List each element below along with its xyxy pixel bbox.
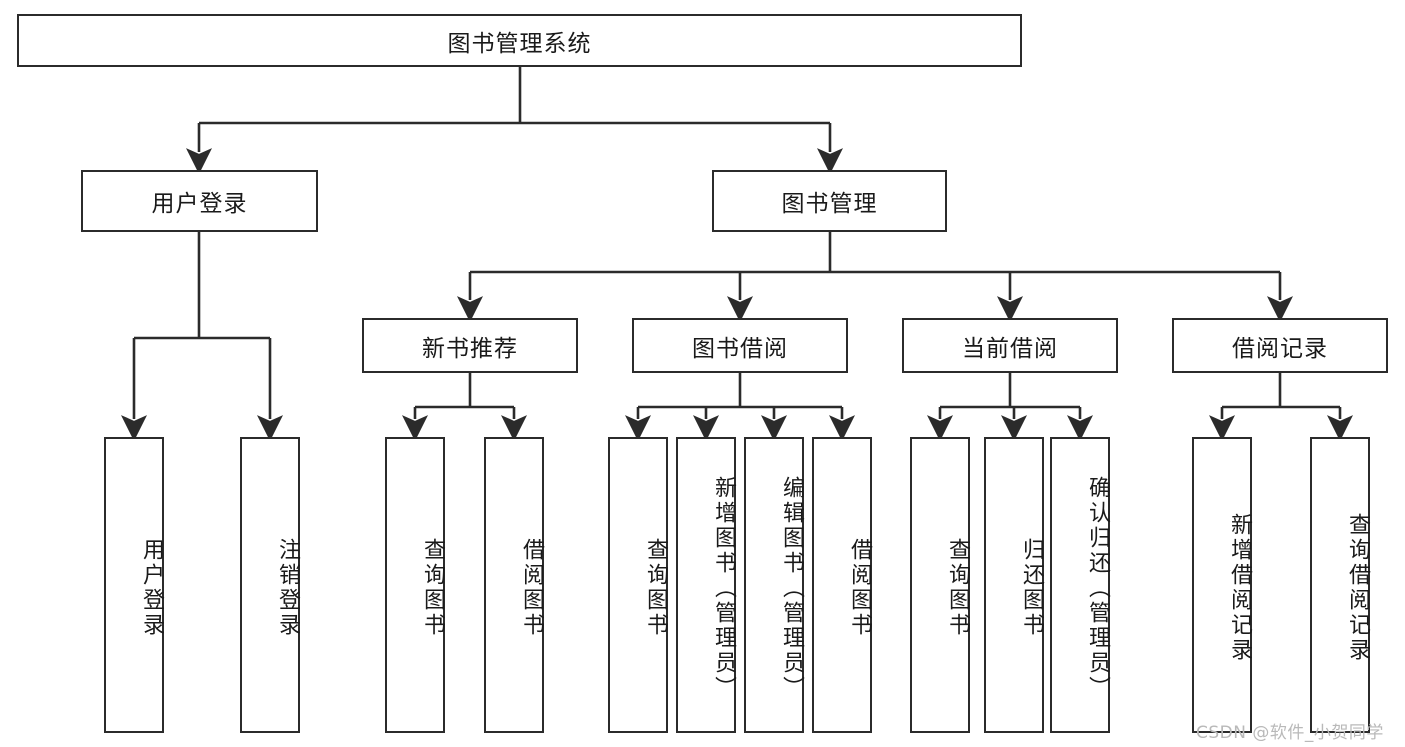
node-leaf-query-book-1[interactable]: 查询图书: [385, 437, 445, 733]
node-leaf-query-book-3[interactable]: 查询图书: [910, 437, 970, 733]
node-root[interactable]: 图书管理系统: [17, 14, 1022, 67]
node-leaf-add-book-admin[interactable]: 新增图书（管理员）: [676, 437, 736, 733]
node-label: 查询图书: [420, 538, 445, 638]
node-label: 借阅图书: [847, 538, 872, 638]
node-leaf-query-book-2[interactable]: 查询图书: [608, 437, 668, 733]
node-leaf-borrow-book-1[interactable]: 借阅图书: [484, 437, 544, 733]
node-label: 当前借阅: [962, 335, 1058, 362]
node-label: 查询图书: [945, 538, 970, 638]
node-label: 借阅记录: [1232, 335, 1328, 362]
node-label: 编辑图书（管理员）: [779, 475, 804, 701]
node-label: 图书管理系统: [447, 30, 592, 57]
node-borrow-record[interactable]: 借阅记录: [1172, 318, 1388, 373]
node-leaf-return-book[interactable]: 归还图书: [984, 437, 1044, 733]
node-book-borrow[interactable]: 图书借阅: [632, 318, 848, 373]
node-user-login[interactable]: 用户登录: [81, 170, 318, 232]
node-leaf-logout-login[interactable]: 注销登录: [240, 437, 300, 733]
node-label: 查询图书: [643, 538, 668, 638]
node-leaf-edit-book-admin[interactable]: 编辑图书（管理员）: [744, 437, 804, 733]
node-leaf-user-login[interactable]: 用户登录: [104, 437, 164, 733]
node-label: 查询借阅记录: [1345, 513, 1370, 663]
node-label: 图书管理: [781, 191, 878, 217]
node-leaf-add-borrow-record[interactable]: 新增借阅记录: [1192, 437, 1252, 733]
node-label: 借阅图书: [519, 538, 544, 638]
node-label: 新增图书（管理员）: [711, 475, 736, 701]
node-new-book-recommend[interactable]: 新书推荐: [362, 318, 578, 373]
csdn-watermark: CSDN @软件_小贺同学: [1196, 723, 1384, 743]
node-label: 图书借阅: [692, 335, 788, 362]
node-label: 归还图书: [1019, 538, 1044, 638]
node-label: 用户登录: [139, 538, 164, 638]
node-label: 新书推荐: [422, 335, 518, 362]
node-leaf-confirm-return-admin[interactable]: 确认归还（管理员）: [1050, 437, 1110, 733]
node-label: 新增借阅记录: [1227, 513, 1252, 663]
node-current-borrow[interactable]: 当前借阅: [902, 318, 1118, 373]
node-leaf-borrow-book-2[interactable]: 借阅图书: [812, 437, 872, 733]
node-label: 注销登录: [275, 538, 300, 638]
node-leaf-query-borrow-record[interactable]: 查询借阅记录: [1310, 437, 1370, 733]
node-label: 确认归还（管理员）: [1085, 475, 1110, 701]
node-book-manage[interactable]: 图书管理: [712, 170, 947, 232]
node-label: 用户登录: [151, 191, 248, 217]
